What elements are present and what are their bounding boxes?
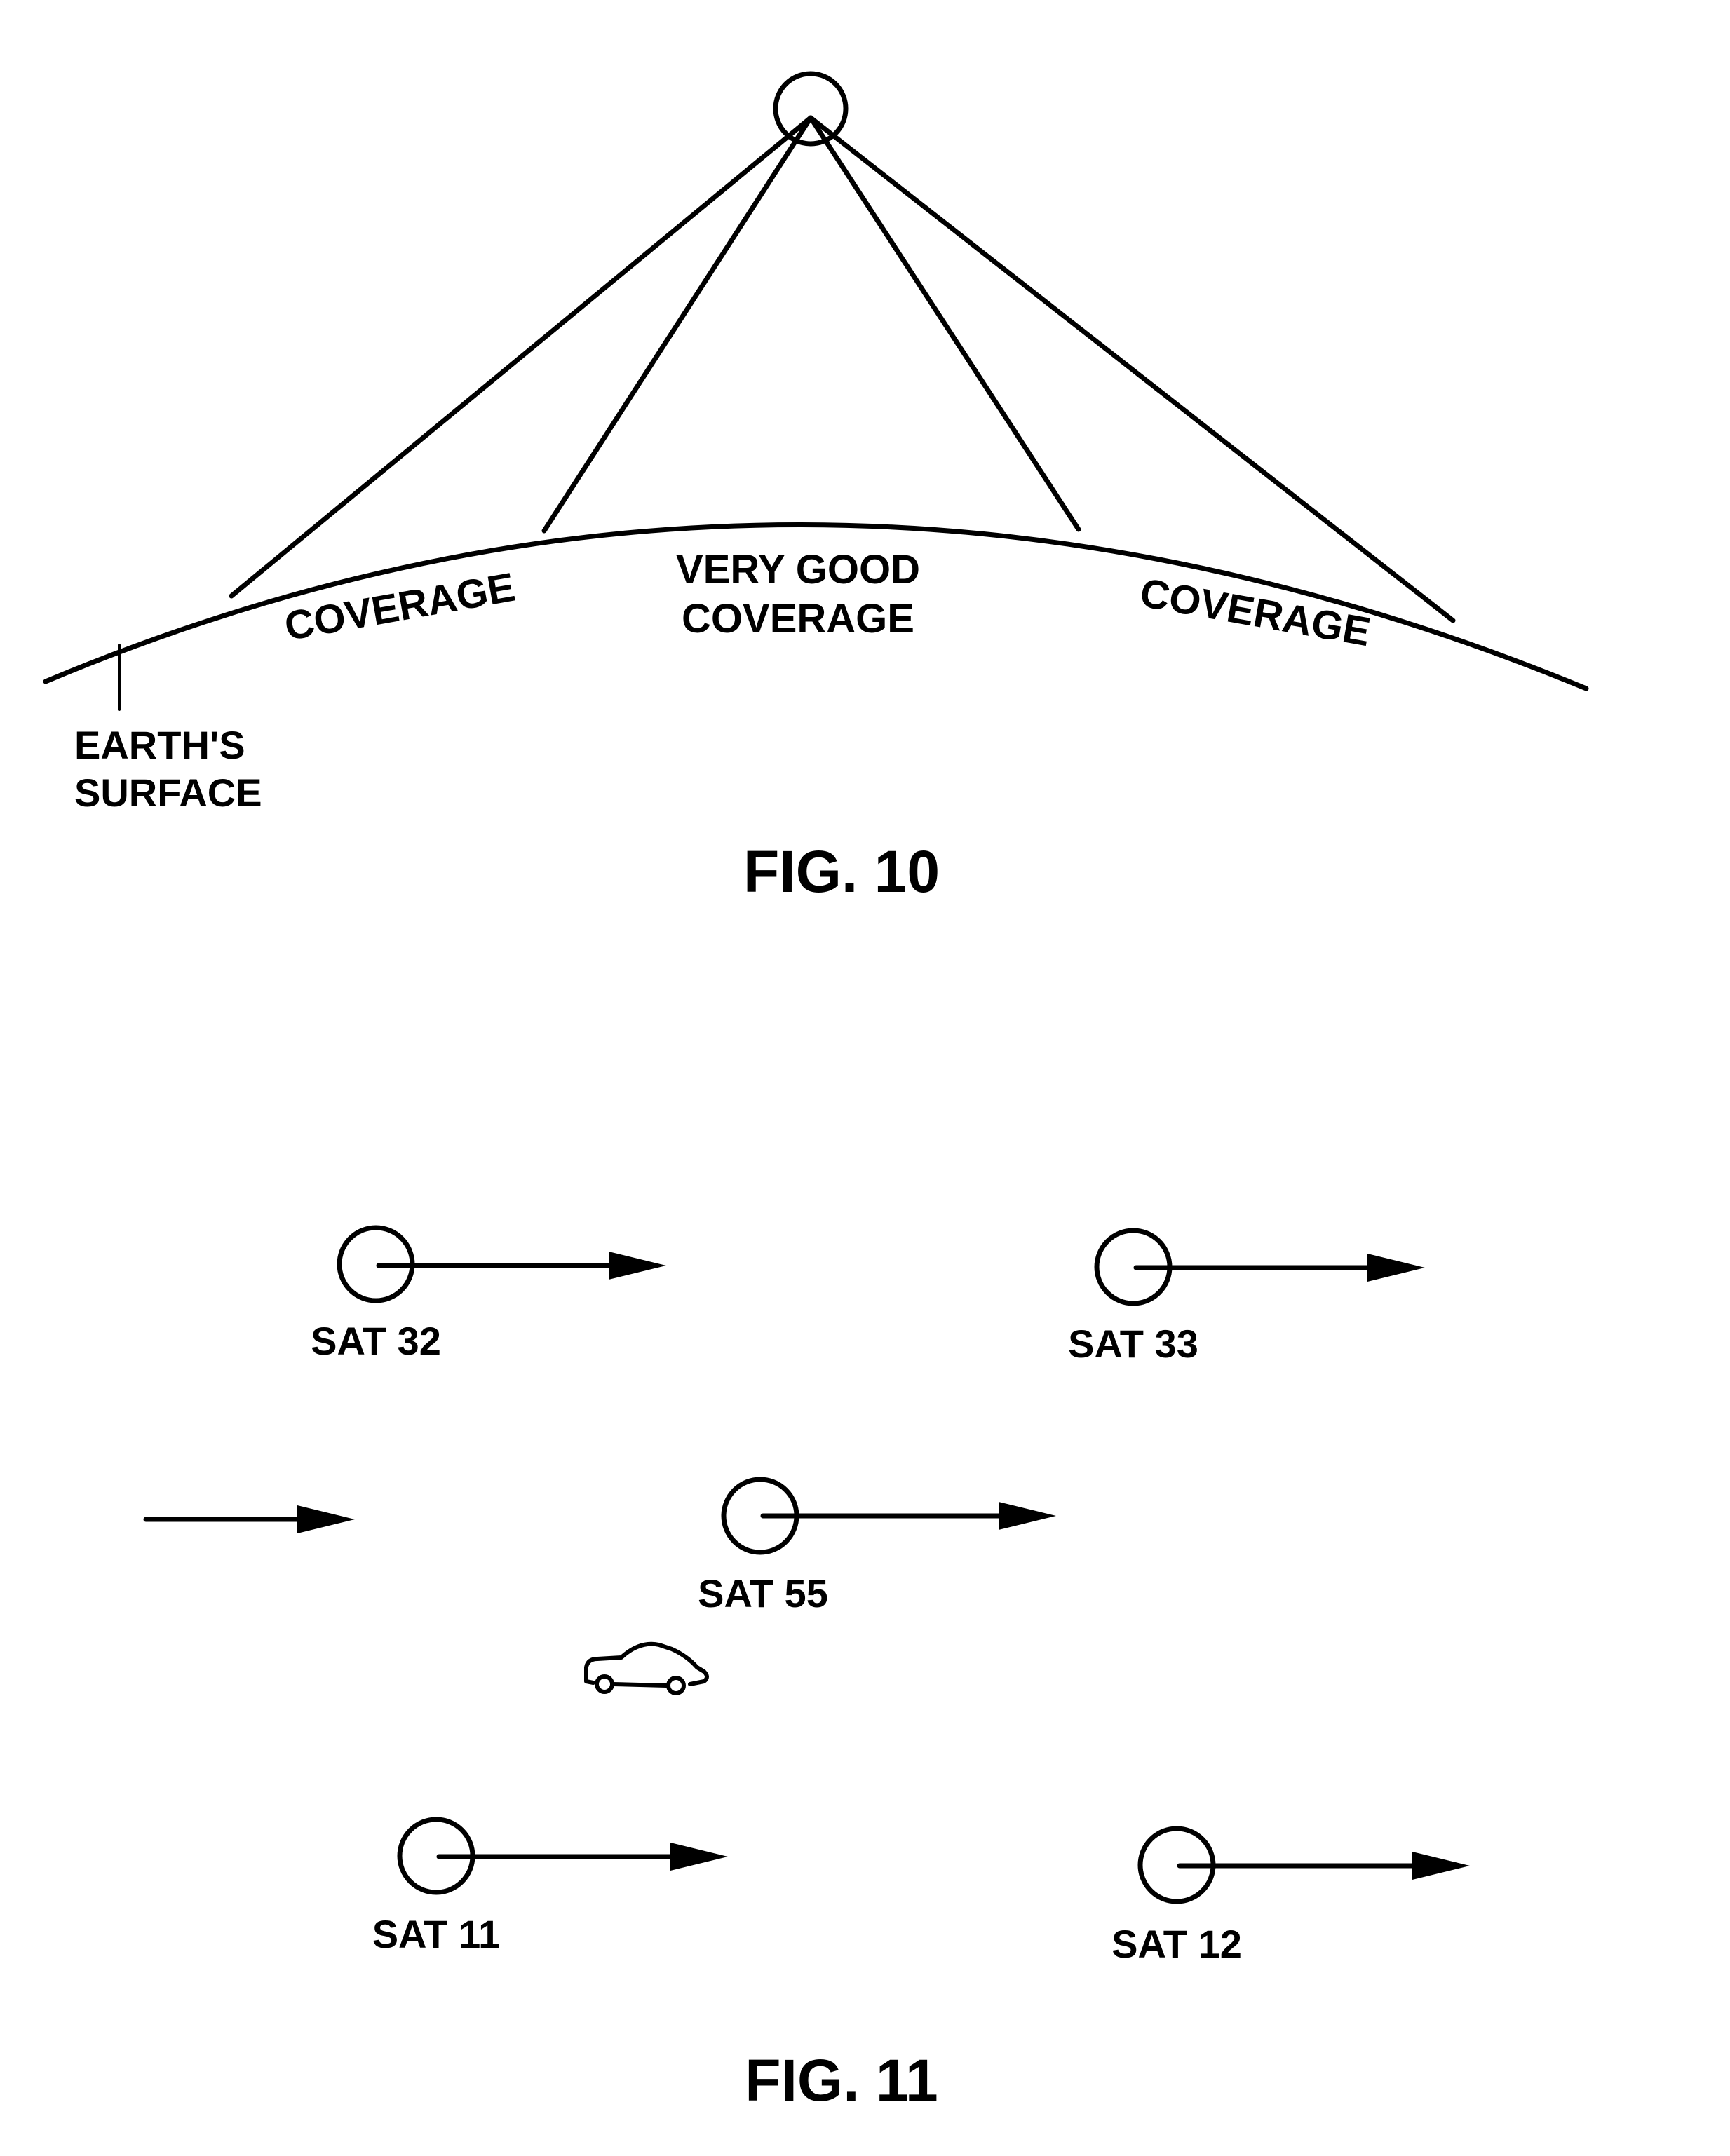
arrowhead-icon bbox=[609, 1252, 666, 1280]
earth-surface-label-line2: SURFACE bbox=[74, 771, 262, 815]
sat12-label: SAT 12 bbox=[1111, 1922, 1242, 1966]
car-icon bbox=[586, 1644, 707, 1693]
outer-right-ray bbox=[811, 118, 1453, 621]
inner-right-ray bbox=[811, 118, 1079, 529]
earth-surface-label-line1: EARTH'S bbox=[74, 723, 245, 767]
fig10-diagram: COVERAGE VERY GOOD COVERAGE COVERAGE EAR… bbox=[46, 74, 1586, 904]
sat55-group: SAT 55 bbox=[698, 1479, 1056, 1615]
fig10-caption: FIG. 10 bbox=[743, 839, 940, 904]
sat32-label: SAT 32 bbox=[311, 1319, 441, 1363]
arrowhead-icon bbox=[1367, 1254, 1425, 1282]
arrowhead-icon bbox=[670, 1843, 728, 1871]
satellite-icon bbox=[776, 74, 846, 144]
sat55-label: SAT 55 bbox=[698, 1571, 828, 1615]
sat32-group: SAT 32 bbox=[311, 1228, 666, 1363]
arrowhead-icon bbox=[1412, 1852, 1470, 1880]
inner-left-ray bbox=[544, 118, 811, 531]
very-good-label-line2: COVERAGE bbox=[682, 596, 914, 642]
sat12-group: SAT 12 bbox=[1111, 1829, 1470, 1966]
orbit-direction-arrow bbox=[146, 1505, 355, 1533]
arrowhead-icon bbox=[999, 1502, 1056, 1530]
arrowhead-icon bbox=[297, 1505, 355, 1533]
sat33-label: SAT 33 bbox=[1068, 1322, 1198, 1366]
sat11-label: SAT 11 bbox=[372, 1912, 501, 1956]
fig11-diagram: SAT 32 SAT 33 SAT 55 bbox=[146, 1228, 1470, 2113]
sat33-group: SAT 33 bbox=[1068, 1230, 1425, 1366]
coverage-left-label: COVERAGE bbox=[281, 564, 518, 650]
sat11-group: SAT 11 bbox=[372, 1819, 728, 1956]
fig11-caption: FIG. 11 bbox=[745, 2047, 938, 2113]
very-good-label-line1: VERY GOOD bbox=[676, 547, 920, 592]
